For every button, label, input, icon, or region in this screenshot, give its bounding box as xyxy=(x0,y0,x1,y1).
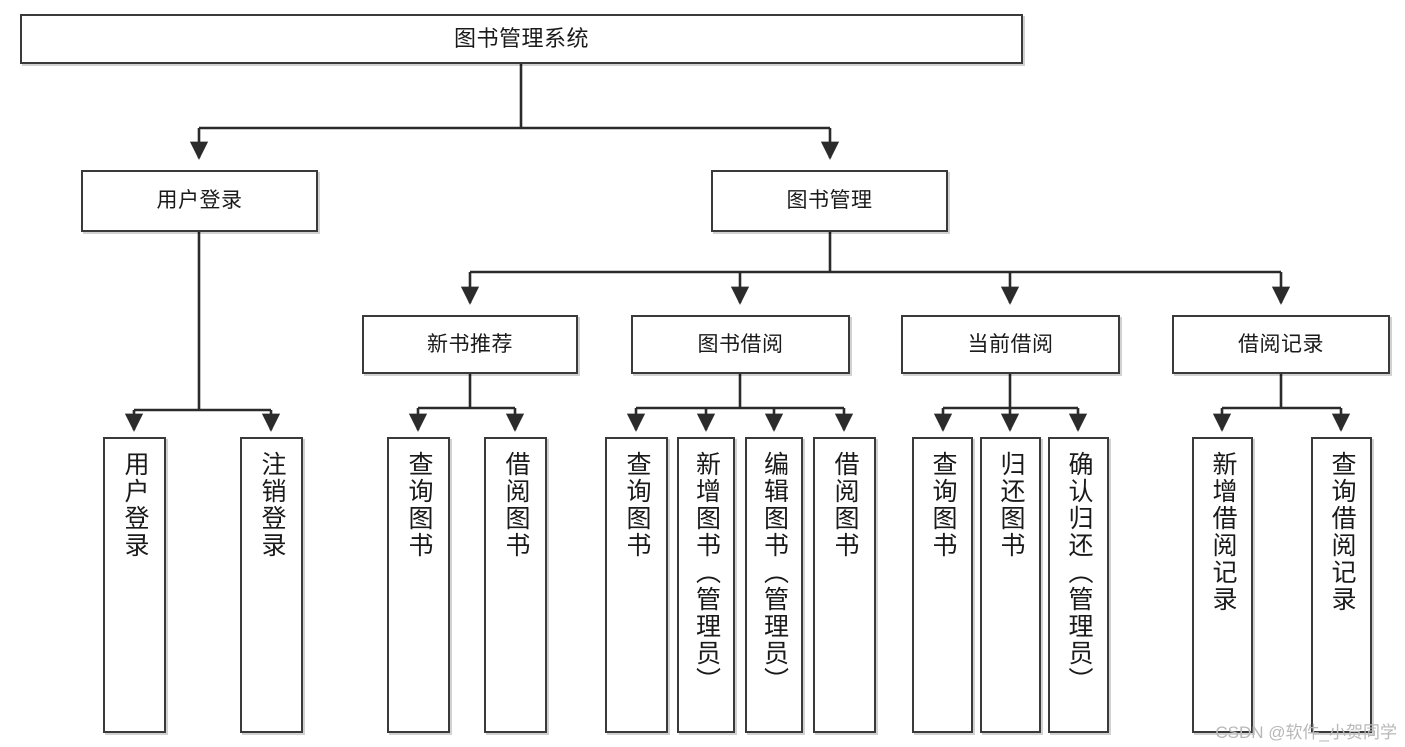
node-borrow-record[interactable]: 借阅记录 xyxy=(1172,315,1390,374)
node-label: 借阅图书 xyxy=(502,451,530,559)
node-user-login[interactable]: 用户登录 xyxy=(81,170,318,232)
node-label: 新增借阅记录 xyxy=(1209,451,1237,613)
leaf-borrow-book-recommend[interactable]: 借阅图书 xyxy=(484,437,547,733)
node-root-book-management-system[interactable]: 图书管理系统 xyxy=(20,14,1023,64)
node-label: 查询借阅记录 xyxy=(1328,451,1356,613)
node-book-management[interactable]: 图书管理 xyxy=(711,170,948,232)
node-label: 查询图书 xyxy=(929,451,957,559)
leaf-query-book-current[interactable]: 查询图书 xyxy=(912,437,973,733)
node-label: 借阅记录 xyxy=(1238,332,1324,356)
leaf-query-borrow-record[interactable]: 查询借阅记录 xyxy=(1311,437,1372,733)
watermark-text: CSDN @软件_小贺同学 xyxy=(1215,723,1397,742)
node-label: 图书管理 xyxy=(786,189,873,213)
node-label: 借阅图书 xyxy=(831,451,859,559)
leaf-logout-login[interactable]: 注销登录 xyxy=(240,437,303,733)
leaf-add-borrow-record[interactable]: 新增借阅记录 xyxy=(1192,437,1253,733)
node-label: 用户登录 xyxy=(121,451,149,559)
node-label: 当前借阅 xyxy=(967,332,1054,356)
leaf-query-book-recommend[interactable]: 查询图书 xyxy=(387,437,450,733)
leaf-return-book[interactable]: 归还图书 xyxy=(980,437,1041,733)
leaf-user-login[interactable]: 用户登录 xyxy=(103,437,166,733)
node-label: 新增图书（管理员） xyxy=(692,451,721,694)
leaf-add-book-admin[interactable]: 新增图书（管理员） xyxy=(677,437,735,733)
node-label: 编辑图书（管理员） xyxy=(760,451,789,694)
leaf-confirm-return-admin[interactable]: 确认归还（管理员） xyxy=(1048,437,1109,733)
node-label: 图书管理系统 xyxy=(453,25,589,51)
node-current-borrow[interactable]: 当前借阅 xyxy=(901,315,1120,374)
node-label: 图书借阅 xyxy=(697,332,784,356)
node-new-book-recommend[interactable]: 新书推荐 xyxy=(362,315,578,374)
node-label: 查询图书 xyxy=(405,451,433,559)
node-label: 查询图书 xyxy=(623,451,651,559)
node-label: 用户登录 xyxy=(156,189,243,213)
node-label: 新书推荐 xyxy=(427,332,513,356)
leaf-query-book-borrow[interactable]: 查询图书 xyxy=(605,437,668,733)
node-label: 确认归还（管理员） xyxy=(1065,451,1093,694)
node-label: 注销登录 xyxy=(258,451,286,559)
node-label: 归还图书 xyxy=(997,451,1025,559)
leaf-borrow-book[interactable]: 借阅图书 xyxy=(813,437,876,733)
node-book-borrow[interactable]: 图书借阅 xyxy=(631,315,850,374)
leaf-edit-book-admin[interactable]: 编辑图书（管理员） xyxy=(745,437,803,733)
